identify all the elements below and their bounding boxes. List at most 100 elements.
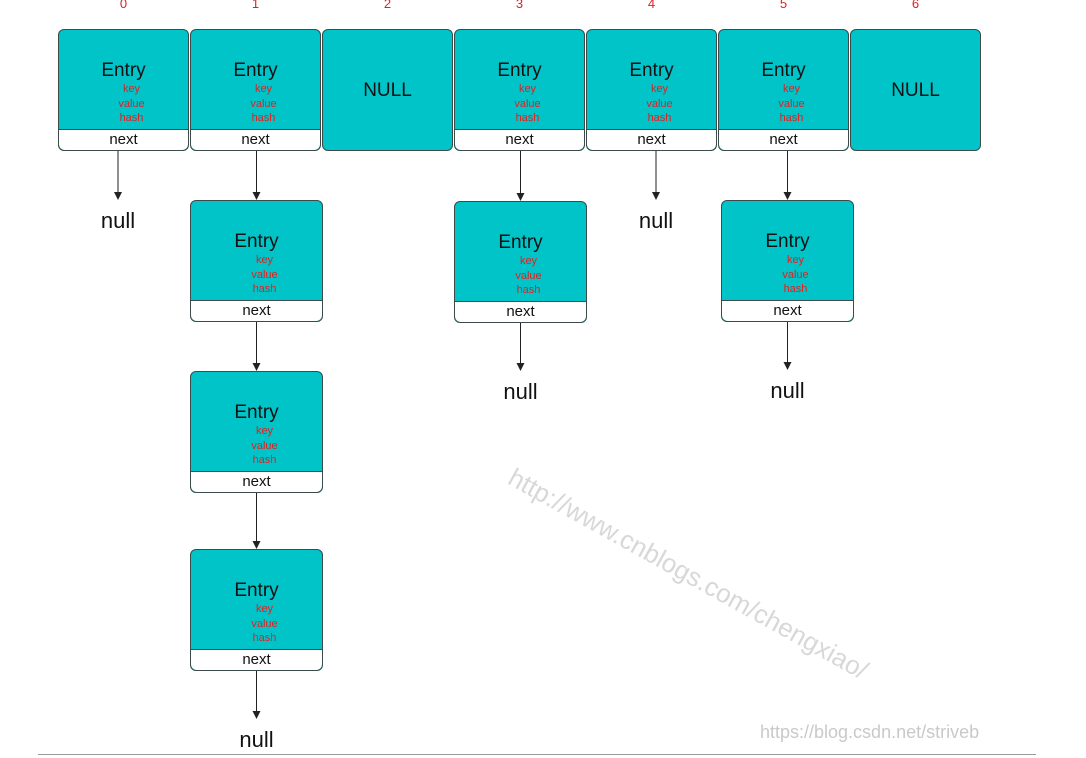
bucket-1-arrow-0-head (252, 192, 261, 200)
bucket-5-entry: Entry key value hash next (718, 29, 849, 151)
entry-fields: key value hash (191, 424, 322, 468)
entry-field-hash: hash (251, 112, 276, 124)
bucket-6-null: NULL (850, 29, 981, 151)
entry-fields: key value hash (59, 82, 188, 126)
bucket-1-chain-2: Entry key value hash next (190, 549, 323, 671)
entry-fields: key value hash (455, 82, 584, 126)
bucket-index-5: 5 (779, 0, 788, 11)
bucket-1-null-end: null (239, 727, 274, 752)
entry-field-key: key (255, 254, 274, 266)
bucket-3-arrow-0-head (516, 193, 525, 201)
bucket-2-null: NULL (322, 29, 453, 151)
bucket-1-chain-1: Entry key value hash next (190, 371, 323, 493)
entry-title: Entry (234, 231, 279, 252)
entry-fields: key value hash (719, 82, 848, 126)
bucket-1-entry: Entry key value hash next (190, 29, 321, 151)
entry-field-key: key (254, 83, 273, 95)
entry-field-hash: hash (252, 632, 277, 644)
bucket-index-2: 2 (383, 0, 392, 11)
entry-fields: key value hash (191, 82, 320, 126)
entry-next: next (455, 301, 586, 322)
bucket-3-chain-0: Entry key value hash next (454, 201, 587, 323)
entry-field-value: value (118, 97, 145, 110)
bucket-4-arrow-head (652, 192, 660, 200)
entry-title: Entry (497, 60, 542, 81)
entry-field-hash: hash (515, 112, 540, 124)
entry-field-value: value (251, 439, 278, 452)
entry-field-value: value (250, 97, 277, 110)
entry-title: Entry (629, 60, 674, 81)
entry-title: Entry (498, 232, 543, 253)
bucket-index-3: 3 (515, 0, 524, 11)
entry-fields: key value hash (722, 253, 853, 297)
entry-fields: key value hash (455, 254, 586, 298)
bucket-5-null-end: null (770, 378, 805, 403)
bucket-3-arrow-end-head (516, 363, 525, 371)
bucket-3-entry: Entry key value hash next (454, 29, 585, 151)
entry-field-key: key (255, 603, 274, 615)
bucket-4-null-end: null (638, 208, 674, 233)
entry-title: Entry (765, 231, 810, 252)
entry-title: Entry (233, 60, 278, 81)
entry-field-hash: hash (647, 112, 672, 124)
NULL-label: NULL (363, 80, 412, 101)
entry-field-key: key (519, 255, 538, 267)
entry-field-key: key (782, 83, 801, 95)
entry-next: next (455, 129, 584, 150)
footer-watermark: https://blog.csdn.net/striveb (760, 722, 980, 742)
entry-field-key: key (650, 83, 669, 95)
bucket-0-arrow-head (114, 192, 122, 200)
entry-next: next (191, 300, 322, 321)
entry-field-key: key (122, 83, 141, 95)
bucket-1-arrow-1-head (252, 363, 261, 371)
entry-field-hash: hash (252, 454, 277, 466)
entry-field-key: key (518, 83, 537, 95)
bucket-3-null-end: null (503, 379, 538, 404)
entry-field-value: value (251, 617, 278, 630)
entry-field-hash: hash (119, 112, 144, 124)
bucket-index-4: 4 (647, 0, 656, 11)
entry-field-hash: hash (252, 283, 277, 295)
entry-fields: key value hash (191, 602, 322, 646)
bottom-rule (38, 754, 1036, 755)
entry-field-value: value (515, 269, 542, 282)
entry-field-hash: hash (783, 283, 808, 295)
entry-next: next (191, 129, 320, 150)
bucket-1-arrow-end-head (252, 711, 261, 719)
entry-next: next (191, 649, 322, 670)
entry-field-value: value (782, 268, 809, 281)
entry-field-hash: hash (516, 284, 541, 296)
entry-title: Entry (761, 60, 806, 81)
entry-field-value: value (646, 97, 673, 110)
bucket-5-chain-0: Entry key value hash next (721, 200, 854, 322)
entry-field-value: value (251, 268, 278, 281)
bucket-4-entry: Entry key value hash next (586, 29, 717, 151)
entry-fields: key value hash (587, 82, 716, 126)
entry-next: next (191, 471, 322, 492)
NULL-label: NULL (891, 80, 940, 101)
entry-field-value: value (778, 97, 805, 110)
bucket-0-null-end: null (100, 208, 136, 233)
bucket-index-0: 0 (119, 0, 128, 11)
entry-title: Entry (101, 60, 146, 81)
entry-field-key: key (786, 254, 805, 266)
entry-next: next (722, 300, 853, 321)
entry-next: next (587, 129, 716, 150)
entry-title: Entry (234, 580, 279, 601)
entry-fields: key value hash (191, 253, 322, 297)
entry-next: next (59, 129, 188, 150)
bucket-index-6: 6 (911, 0, 920, 11)
bucket-index-1: 1 (251, 0, 260, 11)
bucket-5-arrow-end-head (783, 362, 792, 370)
bucket-0-entry: Entry key value hash next (58, 29, 189, 151)
bucket-1-chain-0: Entry key value hash next (190, 200, 323, 322)
entry-field-key: key (255, 425, 274, 437)
bucket-5-arrow-0-head (783, 192, 792, 200)
entry-field-value: value (514, 97, 541, 110)
bucket-1-arrow-2-head (252, 541, 261, 549)
entry-field-hash: hash (779, 112, 804, 124)
entry-title: Entry (234, 402, 279, 423)
entry-next: next (719, 129, 848, 150)
